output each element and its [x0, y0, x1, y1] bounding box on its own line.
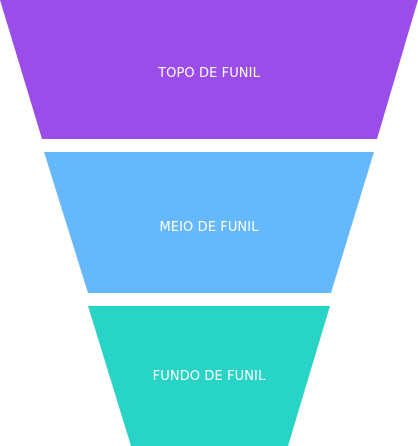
funnel-stage-bottom-shape [88, 306, 330, 446]
funnel-stage-middle-shape [44, 152, 374, 293]
funnel-stage-top-label: TOPO DE FUNIL [157, 66, 260, 81]
funnel-stage-bottom-label: FUNDO DE FUNIL [153, 369, 266, 384]
funnel-stage-middle: MEIO DE FUNIL [44, 152, 374, 293]
funnel-stage-top-shape [0, 0, 418, 139]
funnel-stage-top: TOPO DE FUNIL [0, 0, 418, 139]
funnel-stage-middle-label: MEIO DE FUNIL [159, 220, 259, 235]
funnel-stage-bottom: FUNDO DE FUNIL [88, 306, 330, 446]
